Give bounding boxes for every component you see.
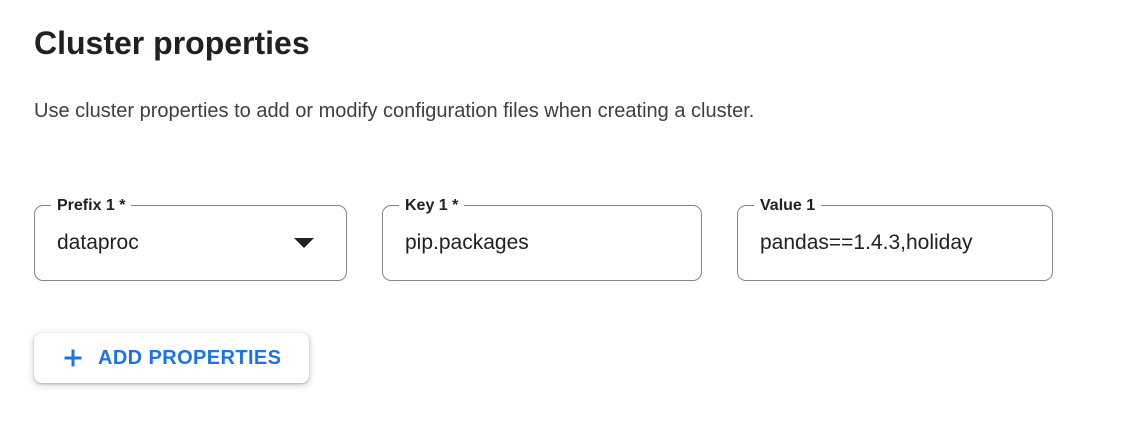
key-label: Key 1 * [399, 196, 465, 216]
value-input[interactable] [738, 206, 1052, 280]
property-row: Prefix 1 * dataproc Key 1 * Value 1 [34, 196, 1122, 281]
section-description: Use cluster properties to add or modify … [34, 100, 755, 122]
key-input[interactable] [383, 206, 701, 280]
dropdown-arrow-icon [294, 238, 314, 248]
plus-icon [62, 347, 84, 369]
page-title: Cluster properties [34, 25, 310, 61]
value-label: Value 1 [754, 196, 822, 216]
cluster-properties-section: Cluster properties Use cluster propertie… [34, 25, 1122, 383]
add-properties-label: ADD PROPERTIES [98, 346, 282, 369]
add-properties-button[interactable]: ADD PROPERTIES [34, 333, 310, 383]
prefix-label: Prefix 1 * [51, 196, 132, 216]
prefix-selected-value: dataproc [57, 231, 139, 254]
value-field: Value 1 [737, 196, 1053, 281]
prefix-select[interactable]: dataproc [35, 206, 346, 280]
prefix-field: Prefix 1 * dataproc [34, 196, 347, 281]
key-field: Key 1 * [382, 196, 702, 281]
